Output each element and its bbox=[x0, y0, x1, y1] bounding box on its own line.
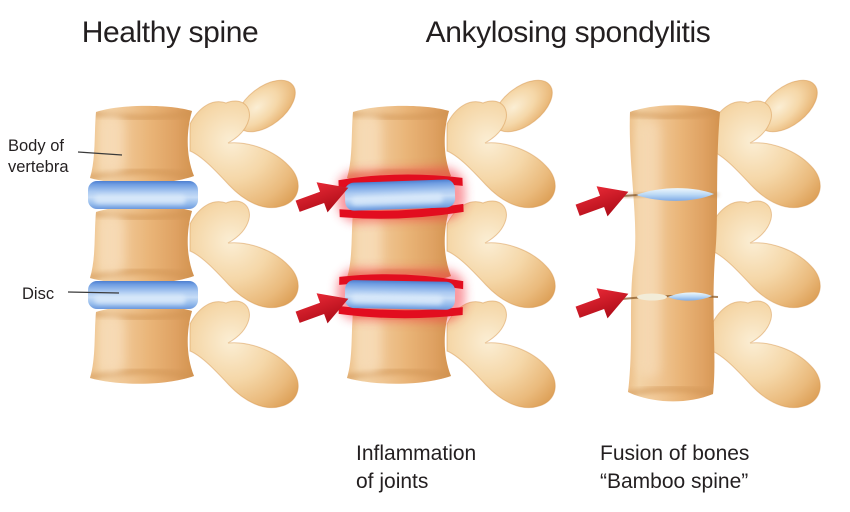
inflammation-caption-line2: of joints bbox=[356, 470, 429, 493]
inflamed-disc bbox=[337, 268, 466, 322]
ankylosing-spondylitis-title: Ankylosing spondylitis bbox=[425, 16, 711, 49]
inflamed-spine-illustration bbox=[336, 69, 562, 409]
inflammation-caption: Inflammation of joints bbox=[356, 440, 476, 496]
body-of-vertebra-label-line1: Body of bbox=[8, 137, 64, 155]
fused-disc-remnant bbox=[621, 188, 719, 201]
inflammation-caption-line1: Inflammation bbox=[356, 442, 477, 465]
body-of-vertebra-label: Body of vertebra bbox=[8, 136, 69, 178]
red-arrow-icon bbox=[572, 176, 634, 226]
inflamed-disc bbox=[336, 167, 466, 223]
healthy-disc bbox=[88, 181, 198, 209]
healthy-spine-illustration bbox=[84, 69, 305, 409]
fused-disc-remnant bbox=[621, 292, 719, 301]
fusion-caption: Fusion of bones “Bamboo spine” bbox=[600, 440, 749, 496]
body-of-vertebra-leader-line bbox=[77, 151, 123, 156]
fusion-caption-line1: Fusion of bones bbox=[600, 442, 750, 465]
healthy-spine-title: Healthy spine bbox=[81, 16, 259, 49]
disc-leader-line bbox=[67, 291, 120, 294]
fusion-caption-line2: “Bamboo spine” bbox=[600, 470, 749, 493]
fused-spine-illustration bbox=[621, 69, 827, 409]
red-arrow-icon bbox=[572, 278, 634, 328]
body-of-vertebra-label-line2: vertebra bbox=[8, 158, 69, 176]
vertebra-body bbox=[84, 106, 202, 184]
disc-label: Disc bbox=[22, 285, 55, 303]
